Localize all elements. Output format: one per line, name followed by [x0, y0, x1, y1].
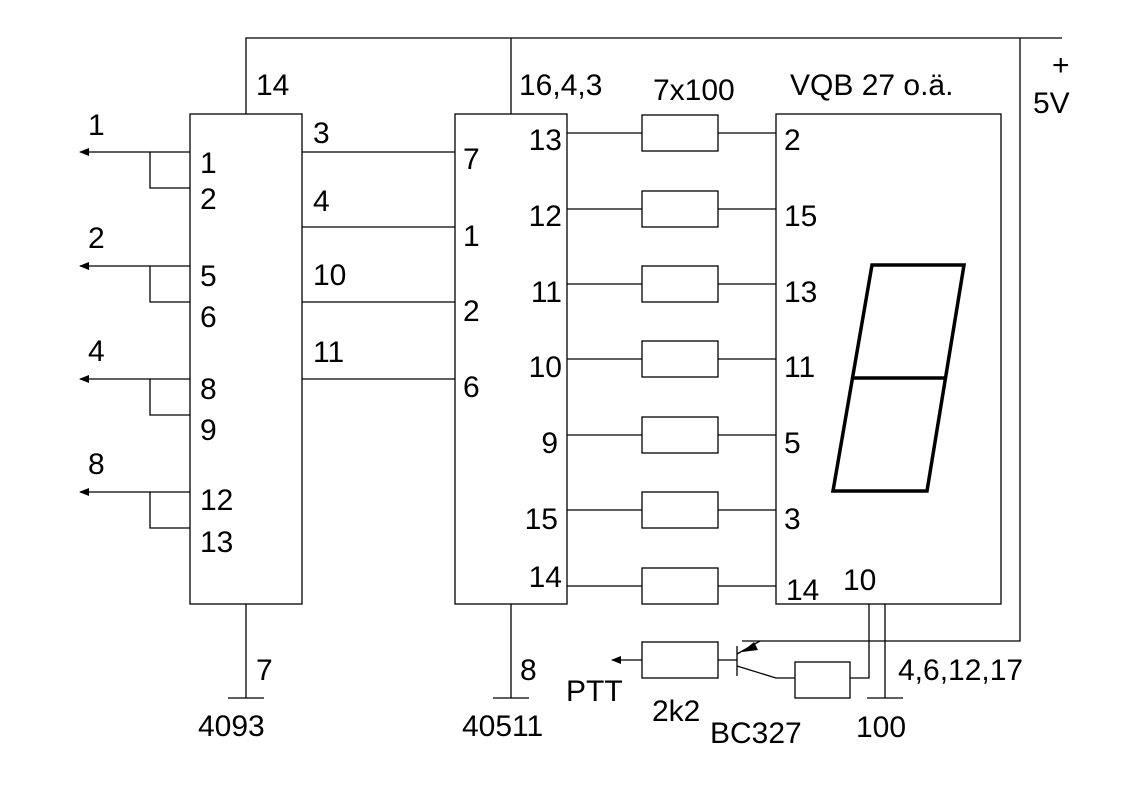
ic-40511-gnd-pin: 8: [520, 654, 537, 687]
ic-4093-pin-in-8: 8: [200, 373, 217, 406]
display-common-wire: [850, 604, 870, 679]
ic-4093-body: [189, 113, 303, 605]
display-pin-13: 13: [784, 276, 817, 309]
ic-40511-vdd-pins: 16,4,3: [519, 69, 602, 102]
supply-voltage-label: 5V: [1033, 87, 1070, 120]
ic-4093-pin-in-12: 12: [200, 484, 233, 517]
segment-resistor-f: [641, 491, 719, 529]
display-pin-3: 3: [784, 503, 801, 536]
ic-4093-input-wiring: [79, 148, 190, 529]
ic-40511-pin-out-12: 12: [529, 200, 562, 233]
arrow-label-2: 2: [88, 222, 105, 255]
supply-plus-label: +: [1052, 49, 1070, 82]
ic-40511-pin-out-10: 10: [529, 351, 562, 384]
ic-4093-pin-out-4: 4: [313, 185, 330, 218]
ic-4093-pin-out-11: 11: [313, 336, 344, 369]
transistor-label: BC327: [710, 717, 802, 750]
display-name: VQB 27 o.ä.: [790, 69, 953, 102]
ic-40511-pin-out-14: 14: [529, 561, 562, 594]
resistor-array-label: 7x100: [653, 74, 735, 107]
ic-40511-pin-out-15: 15: [525, 503, 558, 536]
emitter-resistor-label: 100: [856, 711, 906, 744]
display-pin-5: 5: [784, 427, 801, 460]
segment-resistor-b: [641, 190, 719, 228]
ic-40511-pin-in-1: 1: [463, 220, 480, 253]
segment-resistor-c: [641, 265, 719, 303]
segment-resistor-g: [641, 567, 719, 605]
ic-40511-pin-out-9: 9: [541, 427, 558, 460]
display-pin-2: 2: [784, 124, 801, 157]
segment-resistor-e: [641, 416, 719, 454]
ic-4093-pin-in-6: 6: [200, 301, 217, 334]
display-pin-15: 15: [784, 200, 817, 233]
display-pin-14: 14: [786, 574, 819, 607]
display-pin-11: 11: [784, 351, 815, 384]
segment-resistor-d: [641, 340, 719, 378]
ic-40511-name: 40511: [462, 710, 543, 743]
ic-40511-pin-in-6: 6: [463, 371, 480, 404]
ic-4093-name: 4093: [198, 710, 265, 743]
ic-4093-pin-in-2: 2: [200, 183, 217, 216]
ic-40511-pin-out-13: 13: [529, 124, 562, 157]
display-other-pins: 4,6,12,17: [898, 654, 1023, 687]
transistor-collector-lead: [736, 665, 795, 679]
ptt-label: PTT: [566, 675, 623, 708]
ptt-circuit-wiring: [611, 604, 903, 699]
ic-4093-pin-out-10: 10: [313, 259, 346, 292]
display-common-pin: 10: [843, 564, 876, 597]
base-resistor-label: 2k2: [652, 695, 700, 728]
ic-40511-body: [454, 113, 568, 605]
bcd-bus-wires: [302, 151, 455, 380]
ic-4093-pin-in-5: 5: [200, 260, 217, 293]
arrow-label-8: 8: [88, 448, 105, 481]
segment-resistors: [567, 114, 776, 605]
ic-40511-pin-in-2: 2: [463, 295, 480, 328]
supply-rail: [245, 37, 1062, 642]
resistor-100: [794, 661, 851, 699]
ic-4093-gnd-pin: 7: [256, 654, 273, 687]
seven-segment-digit: [830, 263, 967, 493]
ic-4093-pin-in-13: 13: [200, 526, 233, 559]
ic-4093-pin-in-1: 1: [200, 147, 217, 180]
ic-4093-vdd-pin: 14: [256, 69, 289, 102]
segment-resistor-a: [641, 114, 719, 152]
ic-4093-pin-in-9: 9: [200, 414, 217, 447]
transistor-emitter-arrow: [742, 642, 758, 652]
ic-4093-pin-out-3: 3: [313, 117, 330, 150]
arrow-label-4: 4: [88, 335, 105, 368]
ic-40511-pin-in-7: 7: [463, 143, 480, 176]
arrow-label-1: 1: [88, 109, 105, 142]
ic-40511-pin-out-11: 11: [531, 276, 562, 309]
resistor-2k2: [641, 641, 719, 679]
display-body: [775, 113, 1002, 605]
